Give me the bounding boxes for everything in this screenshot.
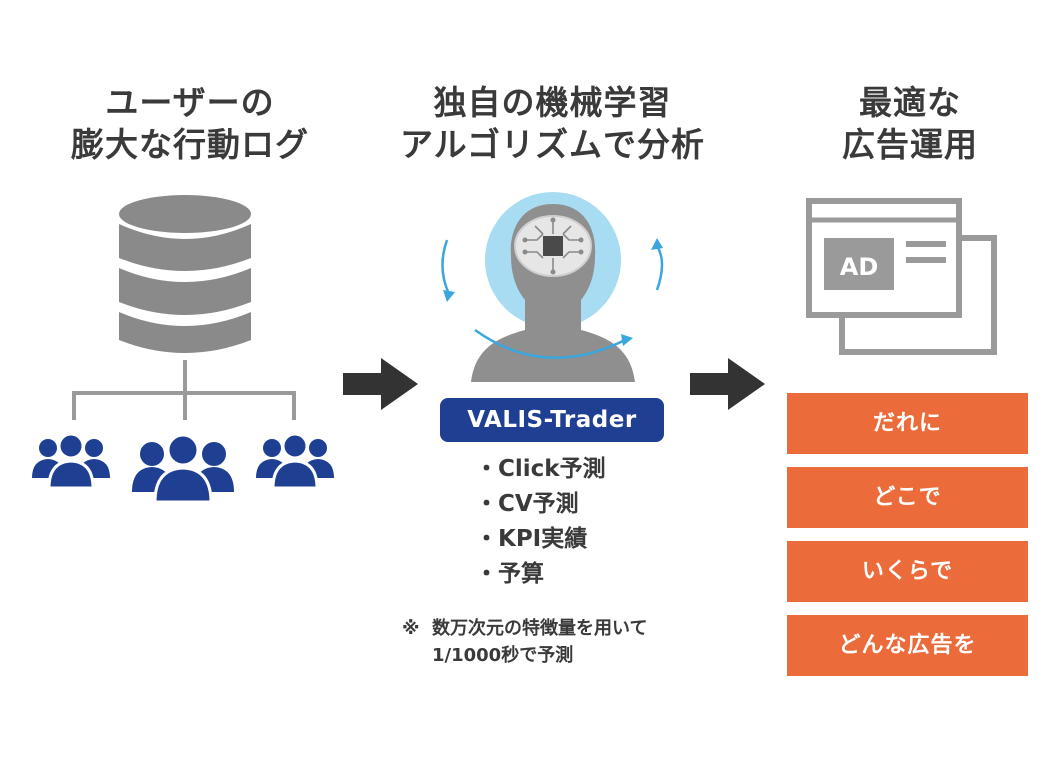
prediction-feature-list: ・Click予測 ・CV予測 ・KPI実績 ・予算 xyxy=(475,452,606,592)
algorithm-note: ※ 数万次元の特徴量を用いて 1/1000秒で予測 xyxy=(402,615,647,669)
targeting-how-much: いくらで xyxy=(787,541,1028,602)
heading-optimal-ads-line1: 最適な xyxy=(859,83,961,122)
heading-user-logs-line1: ユーザーの xyxy=(105,83,275,122)
feature-budget: ・予算 xyxy=(475,561,544,587)
right-arrow-icon xyxy=(690,358,765,410)
note-line2: 1/1000秒で予測 xyxy=(432,645,574,666)
heading-user-logs: ユーザーの 膨大な行動ログ xyxy=(40,82,340,166)
feature-cv-prediction: ・CV予測 xyxy=(475,491,579,517)
user-tree-connector xyxy=(72,360,296,420)
user-group-icon xyxy=(32,432,110,490)
note-line1: 数万次元の特徴量を用いて xyxy=(432,618,648,639)
ad-label: AD xyxy=(839,253,879,281)
heading-optimal-ads: 最適な 広告運用 xyxy=(780,82,1040,166)
heading-ml-algorithm: 独自の機械学習 アルゴリズムで分析 xyxy=(380,82,725,166)
right-arrow-icon xyxy=(343,358,418,410)
targeting-where: どこで xyxy=(787,467,1028,528)
ad-window-icon xyxy=(806,198,997,355)
feature-click-prediction: ・Click予測 xyxy=(475,456,606,482)
targeting-who: だれに xyxy=(787,393,1028,454)
feature-kpi-results: ・KPI実績 xyxy=(475,526,588,552)
heading-optimal-ads-line2: 広告運用 xyxy=(842,125,978,164)
user-group-icon xyxy=(132,433,234,504)
user-group-icon xyxy=(256,432,334,490)
heading-user-logs-line2: 膨大な行動ログ xyxy=(71,125,309,164)
valis-trader-badge: VALIS-Trader xyxy=(440,398,664,442)
heading-ml-algorithm-line2: アルゴリズムで分析 xyxy=(399,125,705,164)
note-mark: ※ xyxy=(402,618,420,639)
targeting-which-ad: どんな広告を xyxy=(787,615,1028,676)
ai-brain-head-icon xyxy=(441,192,664,382)
heading-ml-algorithm-line1: 独自の機械学習 xyxy=(433,83,672,122)
database-icon xyxy=(119,195,251,353)
